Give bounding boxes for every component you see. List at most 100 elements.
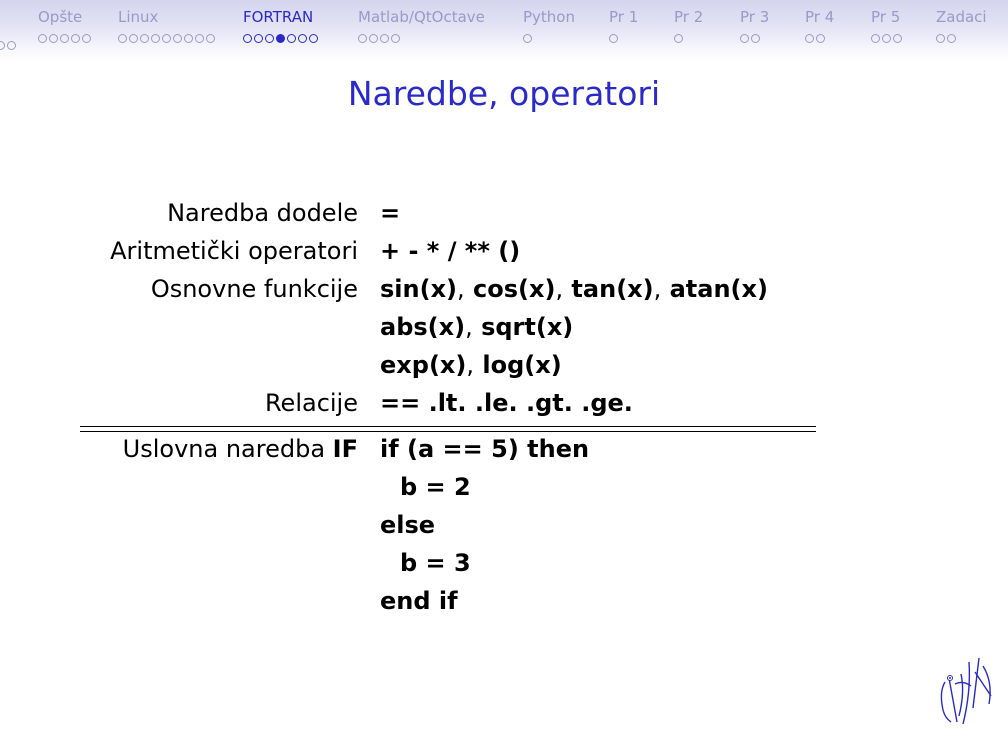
nav-section-opste[interactable]: Opšte (38, 8, 91, 43)
nav-dots (243, 33, 318, 43)
nav-section-matlab[interactable]: Matlab/QtOctave (358, 8, 485, 43)
nav-dots (871, 33, 902, 43)
nav-dot[interactable] (38, 33, 47, 43)
row-value: = (380, 199, 401, 227)
nav-dot[interactable] (740, 33, 749, 43)
code-line: b = 2 (380, 468, 816, 506)
code-line: end if (380, 587, 458, 615)
code-line: if (a == 5) then (380, 435, 590, 463)
nav-dots (523, 33, 575, 43)
nav-dot[interactable] (947, 33, 956, 43)
table-row: Aritmetički operatori + - * / ** () (80, 232, 816, 270)
nav-dot[interactable] (893, 33, 902, 43)
nav-dot[interactable] (609, 33, 618, 43)
nav-dot[interactable] (71, 33, 80, 43)
function-name: sqrt(x) (472, 313, 574, 341)
nav-dot[interactable] (49, 33, 58, 43)
row-label: Osnovne funkcije (150, 275, 358, 303)
nav-label[interactable]: Opšte (38, 8, 83, 26)
function-name: sin(x) (380, 275, 458, 303)
row-value: abs(x), sqrt(x) (380, 308, 816, 346)
nav-section-pr4[interactable]: Pr 4 (805, 8, 834, 43)
nav-dot[interactable] (195, 33, 204, 43)
row-value: sin(x), cos(x), tan(x), atan(x) (380, 270, 816, 308)
nav-label[interactable]: Pr 1 (609, 8, 639, 26)
table-row: exp(x), log(x) (80, 346, 816, 384)
nav-section-fortran[interactable]: FORTRAN (243, 8, 318, 43)
nav-dot[interactable] (173, 33, 182, 43)
code-line-indented: b = 2 (400, 473, 471, 501)
nav-section-zadaci[interactable]: Zadaci (936, 8, 987, 43)
nav-section-pr2[interactable]: Pr 2 (674, 8, 703, 43)
separator: , (555, 275, 564, 303)
nav-section-pr1[interactable]: Pr 1 (609, 8, 638, 43)
nav-label[interactable]: Pr 5 (871, 8, 901, 26)
row-label: Aritmetički operatori (110, 237, 358, 265)
nav-dot[interactable] (369, 33, 378, 43)
nav-dot[interactable] (82, 33, 91, 43)
nav-dot[interactable] (871, 33, 880, 43)
double-rule-divider (80, 426, 816, 432)
nav-dots (805, 33, 834, 43)
nav-dot[interactable] (298, 33, 307, 43)
nav-section-linux[interactable]: Linux (118, 8, 215, 43)
nav-dot[interactable] (0, 40, 5, 50)
nav-dot[interactable] (184, 33, 193, 43)
nav-dot[interactable] (523, 33, 532, 43)
function-name: tan(x) (563, 275, 654, 303)
nav-dot[interactable] (380, 33, 389, 43)
nav-dot[interactable] (287, 33, 296, 43)
table-row-if: Uslovna naredba IF if (a == 5) then b = … (80, 430, 816, 620)
nav-dot[interactable] (265, 33, 274, 43)
code-line: else (380, 511, 436, 539)
table-row: Relacije == .lt. .le. .gt. .ge. (80, 384, 816, 422)
nav-dot[interactable] (358, 33, 367, 43)
row-label: Relacije (264, 389, 358, 417)
if-label: Uslovna naredba IF (80, 430, 380, 468)
nav-dot[interactable] (206, 33, 215, 43)
nav-label[interactable]: Pr 4 (805, 8, 835, 26)
nav-section-pr5[interactable]: Pr 5 (871, 8, 902, 43)
separator: , (466, 351, 474, 379)
nav-label[interactable]: Linux (118, 8, 159, 26)
nav-dot[interactable] (129, 33, 138, 43)
nav-dots (936, 33, 987, 43)
nav-label[interactable]: Pr 2 (674, 8, 704, 26)
nav-dot[interactable] (60, 33, 69, 43)
function-name: atan(x) (661, 275, 768, 303)
nav-dot-current[interactable] (276, 33, 285, 43)
nav-dots (740, 33, 769, 43)
nav-label[interactable]: Pr 3 (740, 8, 770, 26)
code-block: if (a == 5) then b = 2 else b = 3 end if (380, 430, 816, 620)
nav-label[interactable]: Zadaci (936, 8, 987, 26)
code-line: b = 3 (380, 544, 816, 582)
nav-dot[interactable] (162, 33, 171, 43)
nav-dot[interactable] (118, 33, 127, 43)
nav-dot[interactable] (882, 33, 891, 43)
nav-dot[interactable] (391, 33, 400, 43)
table-row: Naredba dodele = (80, 194, 816, 232)
nav-dots-leading (0, 40, 16, 50)
nav-dot[interactable] (309, 33, 318, 43)
nav-dot[interactable] (936, 33, 945, 43)
nav-section-pr3[interactable]: Pr 3 (740, 8, 769, 43)
nav-dots (118, 33, 215, 43)
nav-dots (38, 33, 91, 43)
nav-dot[interactable] (751, 33, 760, 43)
function-name: exp(x) (380, 351, 467, 379)
nav-dot[interactable] (816, 33, 825, 43)
nav-dot[interactable] (674, 33, 683, 43)
nav-label[interactable]: Matlab/QtOctave (358, 8, 485, 26)
row-value: == .lt. .le. .gt. .ge. (380, 389, 633, 417)
nav-section-python[interactable]: Python (523, 8, 575, 43)
nav-dot[interactable] (7, 40, 16, 50)
nav-dot[interactable] (151, 33, 160, 43)
row-label: Naredba dodele (167, 199, 358, 227)
nav-dot[interactable] (243, 33, 252, 43)
nav-dots (674, 33, 703, 43)
nav-label[interactable]: FORTRAN (243, 8, 314, 26)
nav-label[interactable]: Python (523, 8, 575, 26)
nav-dot[interactable] (805, 33, 814, 43)
nav-dot[interactable] (140, 33, 149, 43)
nav-dot[interactable] (254, 33, 263, 43)
